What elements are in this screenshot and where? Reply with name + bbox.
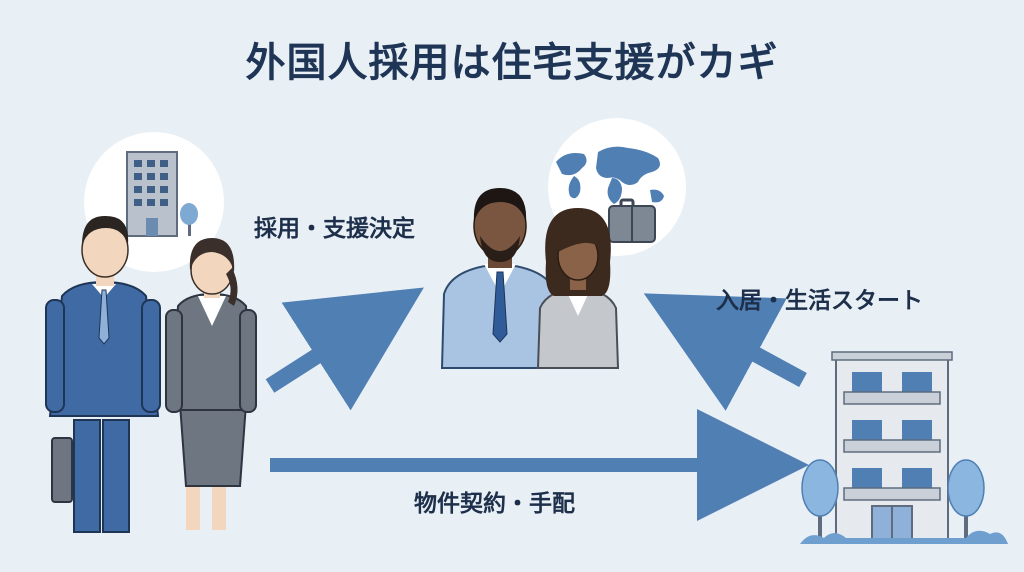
step-label-move-in-start: 入居・生活スタート bbox=[716, 288, 923, 314]
step-label-contract-arrange: 物件契約・手配 bbox=[414, 491, 575, 517]
tree-icon bbox=[801, 459, 985, 540]
step-label-hire-support: 採用・支援決定 bbox=[254, 216, 415, 242]
suitcase-icon bbox=[608, 198, 656, 243]
arrow-hire bbox=[265, 287, 424, 411]
shrubs bbox=[800, 530, 1008, 544]
apartment-building-icon bbox=[831, 351, 953, 543]
page-title: 外国人採用は住宅支援がカギ bbox=[245, 40, 779, 86]
foreign-man-figure bbox=[440, 188, 560, 369]
businessman-figure bbox=[45, 215, 161, 533]
foreign-woman-figure bbox=[536, 208, 620, 369]
arrow-move-in bbox=[643, 293, 807, 411]
tree-icon bbox=[180, 203, 198, 236]
businesswoman-figure bbox=[165, 238, 257, 530]
